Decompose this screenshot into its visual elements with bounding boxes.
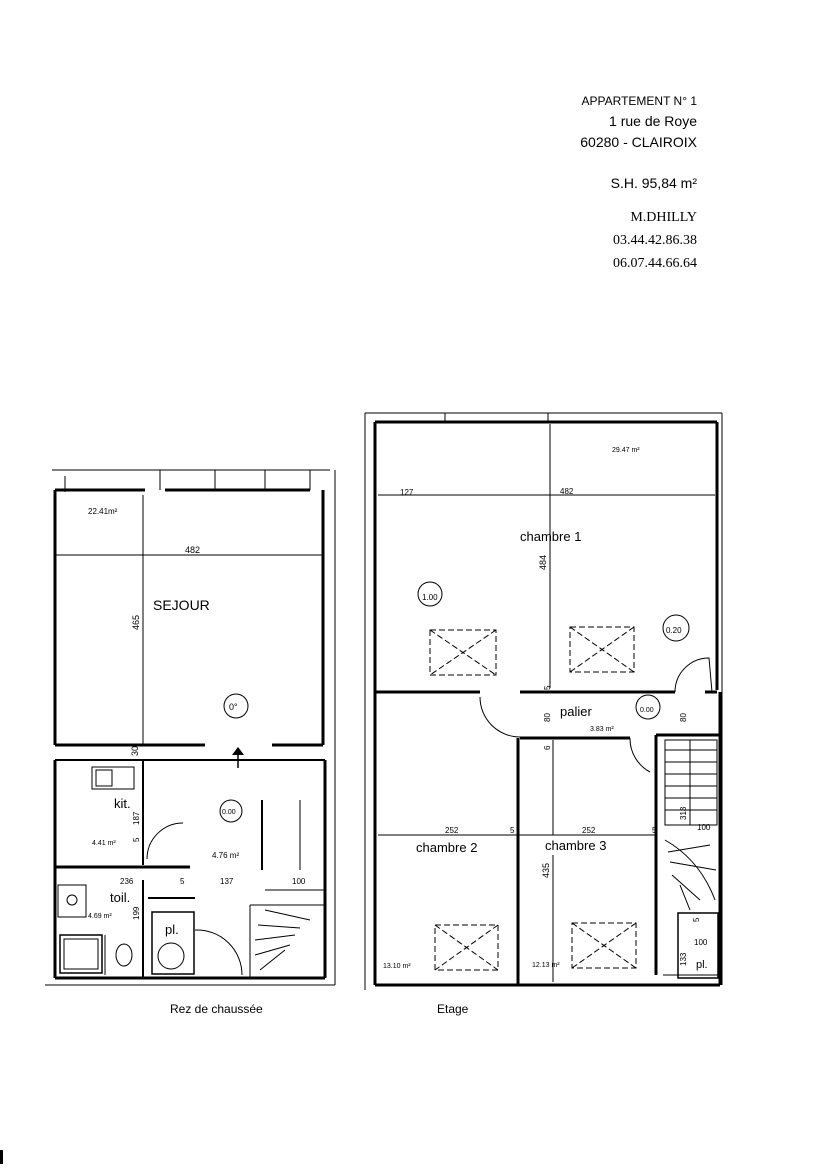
sejour-level: 0° — [229, 702, 238, 712]
hall-area: 4.76 m² — [212, 851, 239, 860]
chambre3-label: chambre 3 — [545, 838, 606, 853]
upper-floor-caption: Etage — [437, 1002, 469, 1016]
dim-100-a: 100 — [697, 823, 711, 832]
owner-name: M.DHILLY — [630, 210, 697, 225]
dim-80-b: 80 — [679, 713, 688, 722]
phone-landline: 03.44.42.86.38 — [613, 233, 697, 248]
chambre1-area: 29.47 m² — [612, 447, 640, 454]
dim-5-left: 5 — [132, 837, 141, 842]
kit-area: 4.41 m² — [92, 840, 116, 847]
upper-pl-label: pl. — [696, 959, 708, 971]
chambre2-label: chambre 2 — [416, 840, 477, 855]
kit-depth-dim: 187 — [132, 811, 141, 825]
dim-5-b: 5 — [510, 826, 515, 835]
ground-pl-label: pl. — [165, 922, 179, 937]
toil-area: 4.69 m² — [88, 913, 112, 920]
palier-level: 0.00 — [640, 707, 654, 714]
ground-floor-plan — [45, 469, 336, 986]
dim-133: 133 — [679, 952, 688, 966]
ground-floor-caption: Rez de chaussée — [170, 1002, 263, 1016]
dim-313: 313 — [679, 806, 688, 820]
dim-484: 484 — [538, 555, 548, 570]
dim-6: 6 — [543, 745, 552, 750]
chambre1-label: chambre 1 — [520, 529, 581, 544]
dim-236: 236 — [120, 877, 134, 886]
dim-137: 137 — [220, 877, 234, 886]
apartment-number: APPARTEMENT N° 1 — [581, 94, 698, 108]
sejour-area: 22.41m² — [88, 507, 118, 516]
dim-30: 30 — [130, 746, 140, 756]
palier-label: palier — [560, 704, 592, 719]
toil-depth-dim: 199 — [132, 906, 141, 920]
level-020: 0.20 — [666, 626, 682, 635]
upper-floor-plan — [364, 412, 723, 990]
phone-mobile: 06.07.44.66.64 — [613, 256, 697, 271]
chambre2-area: 13.10 m² — [383, 963, 411, 970]
page-edge-mark — [0, 1150, 3, 1164]
kit-label: kit. — [114, 796, 131, 811]
toil-label: toil. — [110, 890, 130, 905]
dim-252-a: 252 — [445, 826, 459, 835]
dim-5-c: 5 — [652, 826, 657, 835]
dim-100-b: 100 — [694, 938, 708, 947]
dim-252-b: 252 — [582, 826, 596, 835]
street-address: 1 rue de Roye — [609, 113, 697, 129]
palier-area: 3.83 m² — [590, 726, 614, 733]
level-100: 1.00 — [422, 593, 438, 602]
chambre3-area: 12.13 m² — [532, 962, 560, 969]
city-address: 60280 - CLAIROIX — [580, 134, 697, 150]
dim-5-a: 5 — [543, 685, 552, 690]
dim-5-d: 5 — [692, 917, 701, 922]
dim-127: 127 — [400, 488, 414, 497]
dim-100: 100 — [292, 877, 306, 886]
sejour-label: SEJOUR — [153, 597, 210, 613]
dim-482: 482 — [560, 487, 574, 496]
dim-435: 435 — [541, 863, 551, 878]
dim-80-a: 80 — [543, 713, 552, 722]
sejour-width-dim: 482 — [185, 545, 200, 555]
surface-area: S.H. 95,84 m² — [610, 175, 697, 191]
dim-5-mid: 5 — [180, 877, 185, 886]
sejour-depth-dim: 465 — [131, 615, 141, 630]
hall-level: 0.00 — [222, 809, 236, 816]
